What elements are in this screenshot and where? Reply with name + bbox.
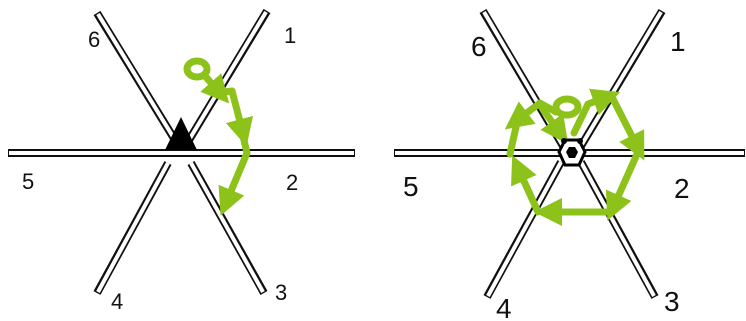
- left-center-triangle: [165, 117, 197, 150]
- left-maze-arms: [8, 8, 355, 295]
- left-label-5: 5: [22, 169, 34, 194]
- right-arrow-6: [608, 93, 645, 161]
- left-arrow-e: [218, 149, 251, 216]
- right-label-6: 6: [471, 31, 487, 62]
- right-label-1: 1: [670, 26, 686, 57]
- right-arrow-3: [538, 104, 569, 145]
- right-arrow-10: [506, 123, 520, 158]
- left-radial-maze: 1 2 3 4 5 6: [8, 8, 355, 314]
- right-label-3: 3: [664, 286, 680, 317]
- right-arrow-9: [511, 155, 542, 216]
- right-label-4: 4: [496, 293, 512, 321]
- right-label-2: 2: [674, 173, 690, 204]
- right-arrow-5: [584, 88, 621, 115]
- right-radial-maze: 1 2 3 4 5 6: [394, 8, 745, 321]
- left-arm-labels: 1 2 3 4 5 6: [22, 23, 298, 314]
- left-arrow-c: [225, 87, 253, 147]
- left-label-4: 4: [111, 289, 123, 314]
- left-start-circle: [183, 57, 211, 81]
- right-path-arrows: [504, 88, 645, 226]
- right-label-5: 5: [403, 171, 419, 202]
- left-label-1: 1: [284, 23, 296, 48]
- right-arrow-4: [570, 100, 592, 137]
- left-path-arrows: [183, 57, 253, 216]
- right-arm-labels: 1 2 3 4 5 6: [403, 26, 690, 321]
- left-label-6: 6: [88, 27, 100, 52]
- left-label-3: 3: [275, 280, 287, 305]
- right-arrow-2: [504, 99, 544, 130]
- right-center-robot: [557, 138, 587, 167]
- right-arrow-7: [605, 148, 642, 221]
- left-label-2: 2: [286, 170, 298, 195]
- left-arm-cores: [9, 10, 354, 293]
